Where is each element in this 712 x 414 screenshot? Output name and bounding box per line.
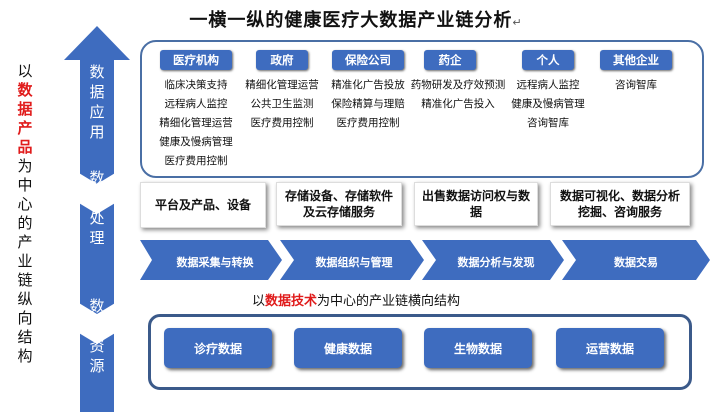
vertical-caption-suffix: 为中心的产业链纵向结构	[17, 157, 33, 365]
chevron-1	[140, 240, 282, 280]
diagram-title: 一横一纵的健康医疗大数据产业链分析↵	[0, 6, 712, 32]
vertical-up-arrow	[64, 26, 130, 412]
list-item: 精准化广告投放	[331, 79, 405, 91]
list-item: 咨询智库	[615, 79, 657, 91]
process-chevrons	[140, 240, 710, 280]
chevron-3	[422, 240, 564, 280]
app-head-individuals: 个人	[522, 50, 574, 70]
app-head-pharma: 药企	[424, 50, 476, 70]
app-head-hospitals: 医疗机构	[160, 50, 232, 70]
arrow-label-data-resources: 数据资源	[89, 297, 105, 375]
app-head-insurers: 保险公司	[332, 50, 404, 70]
resource-operational-data: 运营数据	[556, 328, 664, 368]
chevron-label-collection: 数据采集与转换	[176, 256, 254, 269]
app-head-government: 政府	[256, 50, 308, 70]
list-item: 药物研发及疗效预测	[410, 79, 506, 91]
chevron-4	[562, 240, 710, 280]
list-item: 医疗费用控制	[250, 117, 314, 129]
chevron-label-trading: 数据交易	[614, 256, 658, 269]
vertical-structure-caption: 以 数据产品 为中心的产业链纵向结构	[12, 62, 38, 366]
horizontal-caption-prefix: 以	[251, 294, 265, 309]
processing-box-analytics: 数据可视化、数据分析挖掘、咨询服务	[550, 182, 690, 226]
app-items-individuals: 远程病人监控 健康及慢病管理 咨询智库	[502, 76, 594, 133]
processing-box-storage: 存储设备、存储软件及云存储服务	[276, 182, 402, 226]
resource-clinical-data: 诊疗数据	[164, 328, 272, 368]
list-item: 精细化管理运营	[245, 79, 319, 91]
list-item: 精细化管理运营	[159, 117, 233, 129]
processing-box-data-sales: 出售数据访问权与数据	[414, 182, 538, 226]
app-head-other-enterprises: 其他企业	[600, 50, 672, 70]
app-items-government: 精细化管理运营 公共卫生监测 医疗费用控制	[236, 76, 328, 133]
chevron-label-organization: 数据组织与管理	[315, 256, 393, 269]
list-item: 咨询智库	[527, 117, 569, 129]
list-item: 临床决策支持	[164, 79, 228, 91]
vertical-caption-prefix: 以	[17, 62, 33, 80]
app-items-other-enterprises: 咨询智库	[596, 76, 676, 95]
list-item: 保险精算与理赔	[331, 98, 405, 110]
processing-box-platform: 平台及产品、设备	[140, 182, 266, 228]
vertical-caption-highlight: 数据产品	[17, 81, 33, 156]
horizontal-structure-caption: 以数据技术为中心的产业链横向结构	[0, 290, 712, 309]
title-text: 一横一纵的健康医疗大数据产业链分析	[189, 10, 513, 31]
resource-biological-data: 生物数据	[424, 328, 532, 368]
chevron-2	[280, 240, 424, 280]
app-items-hospitals: 临床决策支持 远程病人监控 精细化管理运营 健康及慢病管理 医疗费用控制	[148, 76, 244, 171]
horizontal-caption-highlight: 数据技术	[264, 294, 317, 309]
chevron-label-analysis: 数据分析与发现	[457, 256, 535, 269]
arrow-label-data-processing: 数据处理	[89, 169, 105, 247]
list-item: 精准化广告投入	[421, 98, 495, 110]
app-items-insurers: 精准化广告投放 保险精算与理赔 医疗费用控制	[322, 76, 414, 133]
app-items-pharma: 药物研发及疗效预测 精准化广告投入	[404, 76, 512, 114]
horizontal-caption-suffix: 为中心的产业链横向结构	[317, 294, 461, 309]
list-item: 健康及慢病管理	[511, 98, 585, 110]
arrow-label-data-application: 数据应用	[89, 63, 105, 141]
list-item: 健康及慢病管理	[159, 136, 233, 148]
list-item: 公共卫生监测	[250, 98, 314, 110]
list-item: 远程病人监控	[516, 79, 580, 91]
list-item: 医疗费用控制	[336, 117, 400, 129]
resource-health-data: 健康数据	[294, 328, 402, 368]
paragraph-mark: ↵	[512, 16, 523, 29]
list-item: 医疗费用控制	[164, 155, 228, 167]
list-item: 远程病人监控	[164, 98, 228, 110]
